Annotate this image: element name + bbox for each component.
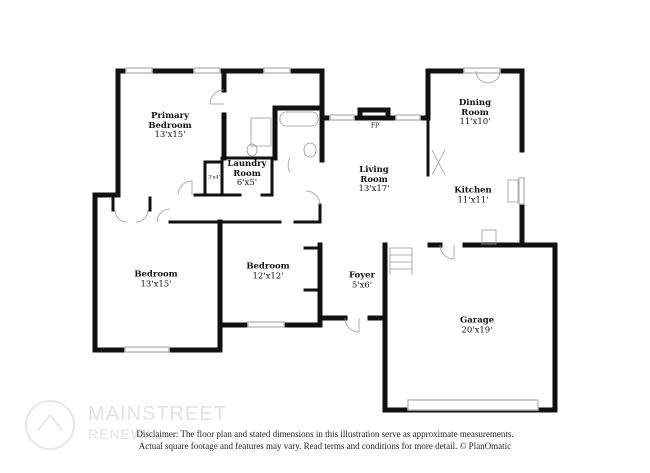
- room-size: 13'x15': [140, 279, 172, 289]
- room-name: Laundry Room: [227, 158, 267, 179]
- room-size: 13'x15': [154, 129, 186, 140]
- room-name: Bedroom: [134, 269, 178, 280]
- watermark-line1: MAINSTREET: [88, 403, 227, 425]
- sink-icon: [303, 142, 317, 158]
- fireplace-label: FP: [371, 121, 379, 131]
- room-size: 11'x10': [459, 116, 491, 127]
- bathtub-icon: [279, 111, 319, 127]
- room-size: 11'x11': [457, 195, 489, 205]
- watermark-logo: MAINSTREET RENEWAL: [88, 404, 227, 444]
- room-name: Primary Bedroom: [148, 110, 192, 131]
- room-size: 3'x4': [208, 174, 220, 181]
- room-size: 13'x17': [358, 183, 390, 194]
- disclaimer: Disclaimer: The floor plan and stated di…: [0, 428, 650, 452]
- room-name: Living Room: [359, 164, 389, 185]
- kitchen-sink-icon: [507, 179, 519, 203]
- toilet-icon: [246, 143, 258, 157]
- watermark-ring-icon: [25, 400, 75, 450]
- room-size: 12'x12': [252, 271, 284, 281]
- room-name: Bedroom: [246, 261, 290, 272]
- walls: [92, 68, 558, 413]
- room-name: Dining Room: [458, 97, 492, 118]
- fixtures: [246, 111, 519, 275]
- shower-icon: [250, 117, 272, 147]
- room-size: 6'x5': [236, 177, 258, 188]
- room-name: Garage: [459, 315, 495, 326]
- disclaimer-line1: Disclaimer: The floor plan and stated di…: [136, 429, 514, 439]
- stove-icon: [481, 229, 497, 245]
- windows: [124, 67, 539, 411]
- room-label-closet: 3'x4': [208, 173, 220, 183]
- doors: [114, 70, 501, 333]
- room-size: 20'x19': [461, 325, 493, 335]
- stairs-icon: [389, 247, 413, 275]
- room-size: 5'x6': [351, 280, 373, 290]
- room-name: Foyer: [348, 270, 376, 281]
- watermark-line2: RENEWAL: [88, 426, 164, 442]
- room-name: Kitchen: [454, 185, 492, 196]
- disclaimer-line2: Actual square footage and features may v…: [138, 441, 512, 451]
- fp-text: FP: [370, 122, 380, 130]
- fridge-icon: [431, 149, 446, 176]
